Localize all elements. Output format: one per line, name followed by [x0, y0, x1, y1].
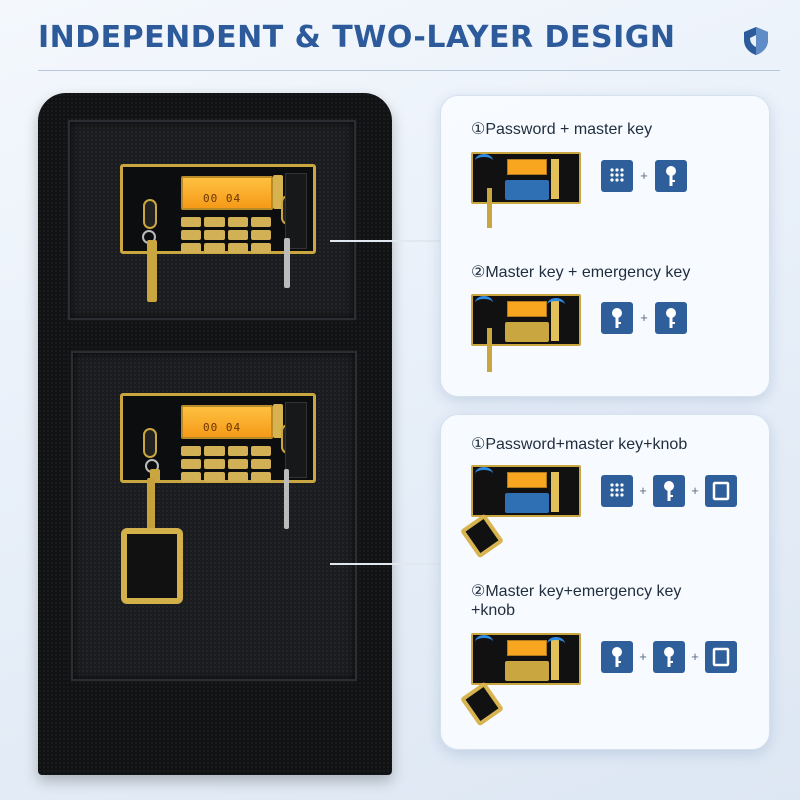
plus-sign: + — [640, 310, 648, 325]
plus-sign: + — [639, 483, 647, 498]
knob-illustration — [459, 513, 505, 559]
mini-safe-illustration — [471, 465, 581, 517]
master-keyhole — [143, 428, 157, 458]
arrow-icon — [475, 154, 493, 168]
key-icon — [601, 302, 633, 334]
option-card-bottom-door: ①Password+master key+knob + + ②Master ke… — [440, 414, 770, 750]
emergency-key — [284, 469, 289, 529]
status-bar — [273, 175, 283, 209]
arrow-icon — [475, 467, 493, 481]
key-icon — [653, 475, 685, 507]
key-icon — [655, 160, 687, 192]
arrow-icon — [547, 637, 565, 651]
keypad-icon — [601, 475, 633, 507]
option-label: ②Master key+emergency key +knob — [471, 582, 681, 620]
option-label: ①Password + master key — [471, 121, 653, 138]
lock-panel: 00 04 — [120, 393, 316, 483]
knob-handle — [121, 528, 183, 604]
connector-line — [330, 563, 440, 565]
lcd-display: 00 04 — [181, 176, 273, 210]
plus-sign: + — [691, 649, 699, 664]
keypad — [181, 446, 271, 482]
key-icon — [487, 188, 492, 228]
knob-illustration — [459, 681, 505, 727]
option-label: ②Master key + emergency key — [471, 264, 691, 281]
bottom-door: 00 04 — [71, 351, 357, 681]
side-slot — [285, 173, 307, 249]
title-divider — [38, 70, 780, 71]
connector-line — [330, 240, 440, 242]
knob-icon — [705, 641, 737, 673]
lcd-display: 00 04 — [181, 405, 273, 439]
plus-sign: + — [639, 649, 647, 664]
arrow-icon — [475, 635, 493, 649]
master-key — [150, 469, 160, 483]
knob-stem — [147, 478, 155, 530]
keypad — [181, 217, 271, 253]
plus-sign: + — [640, 168, 648, 183]
option-label-line: +knob — [471, 602, 516, 619]
key-icon — [655, 302, 687, 334]
key-icon — [487, 328, 492, 372]
knob-icon — [705, 475, 737, 507]
side-slot — [285, 402, 307, 478]
arrow-icon — [547, 298, 565, 312]
emergency-key — [284, 238, 290, 288]
keypad-icon — [601, 160, 633, 192]
page-title: INDEPENDENT & TWO-LAYER DESIGN — [38, 20, 676, 55]
master-keyhole — [143, 199, 157, 229]
arrow-icon — [475, 296, 493, 310]
plus-sign: + — [691, 483, 699, 498]
key-icon — [653, 641, 685, 673]
shield-icon — [744, 27, 768, 55]
master-key — [147, 240, 157, 302]
top-door: 00 04 — [68, 120, 356, 320]
key-icon — [601, 641, 633, 673]
option-label-line: ②Master key+emergency key — [471, 583, 682, 600]
status-bar — [273, 404, 283, 438]
option-label: ①Password+master key+knob — [471, 436, 688, 453]
option-card-top-door: ①Password + master key + ②Master key + e… — [440, 95, 770, 397]
safe-body: 00 04 00 04 — [38, 93, 392, 775]
lock-panel: 00 04 — [120, 164, 316, 254]
